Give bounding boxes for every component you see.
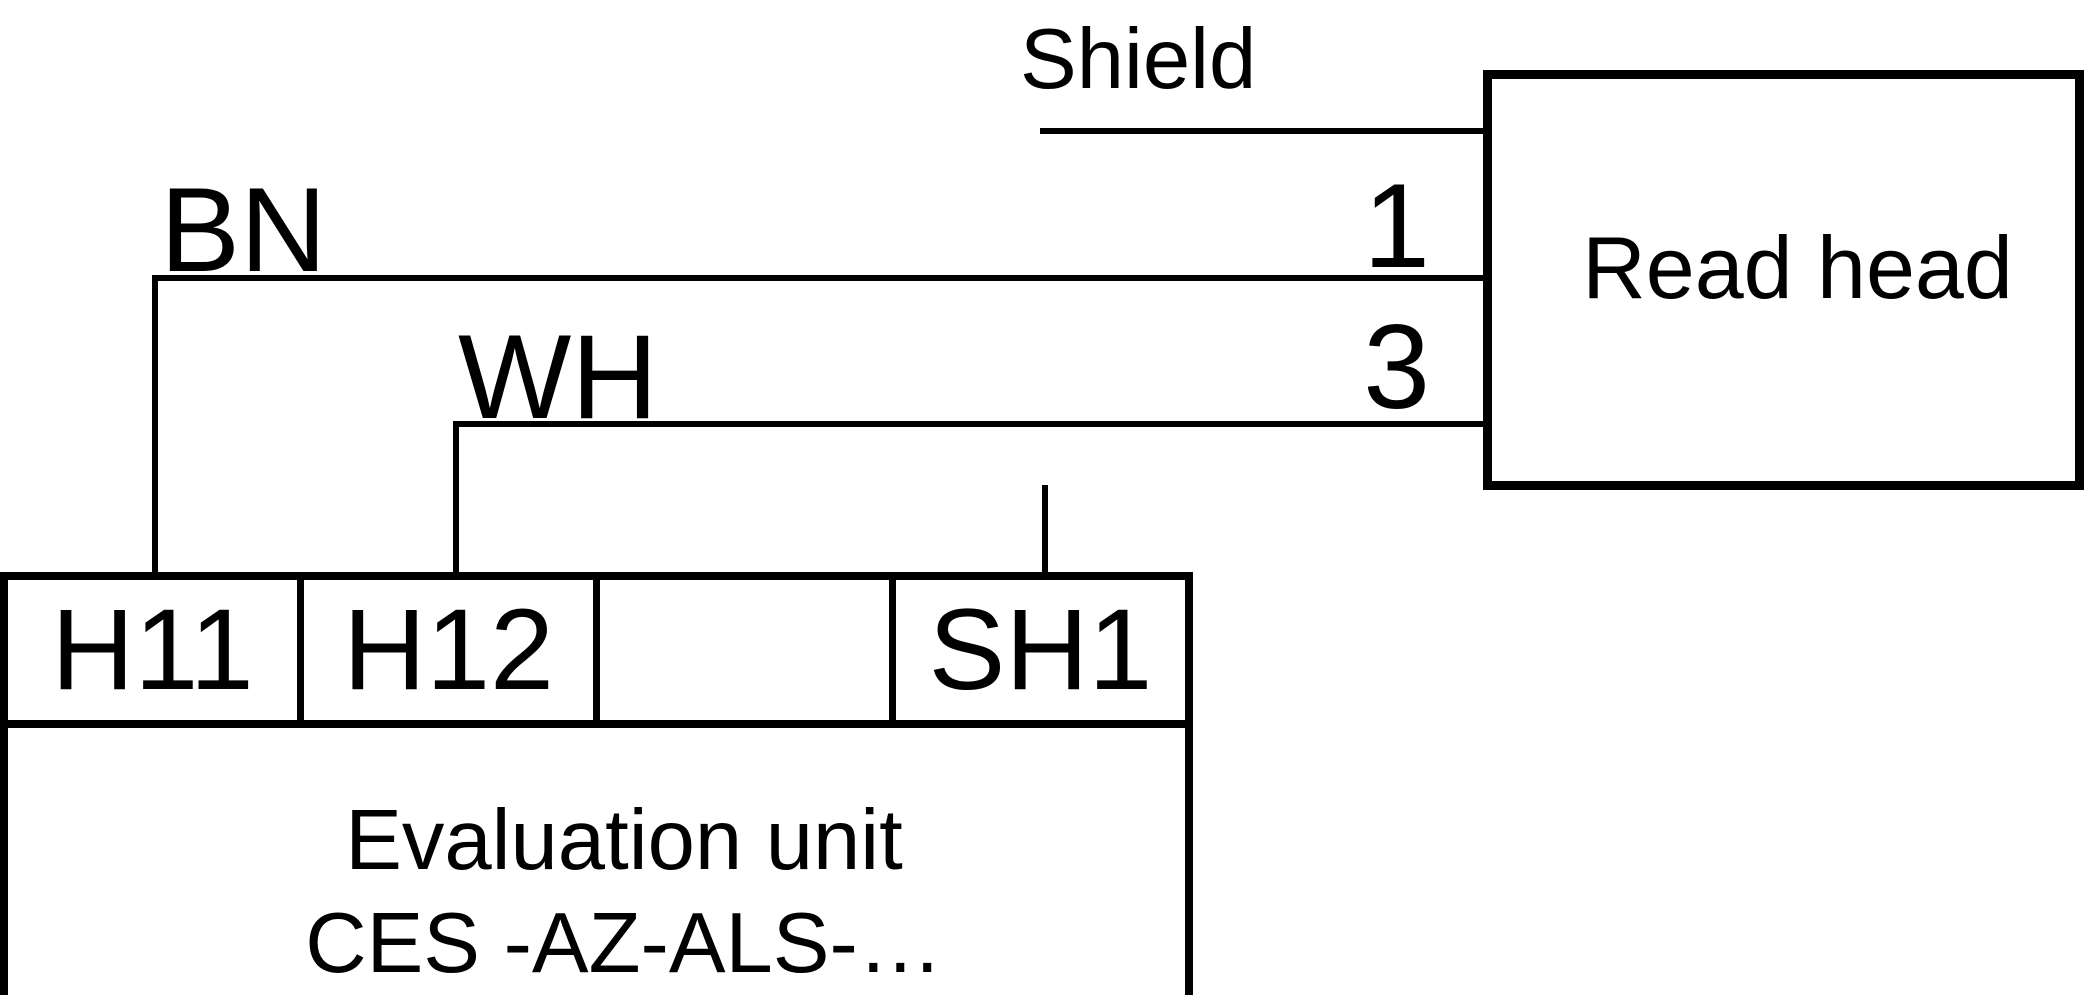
terminal-sh1: SH1 bbox=[928, 585, 1153, 714]
shield-wire-label: Shield bbox=[1020, 12, 1257, 107]
terminal-h12: H12 bbox=[304, 580, 600, 720]
terminal-h11: H11 bbox=[8, 580, 304, 720]
wh-wire-vertical bbox=[453, 421, 459, 578]
shield-wire bbox=[1040, 128, 1490, 134]
terminal-empty bbox=[600, 580, 896, 720]
read-head-label: Read head bbox=[1582, 218, 2013, 317]
evaluation-unit-name: Evaluation unit bbox=[345, 793, 903, 888]
evaluation-unit-model: CES -AZ-ALS-… bbox=[305, 896, 943, 991]
read-head-box: Read head bbox=[1483, 70, 2084, 490]
wh-wire-label: WH bbox=[458, 310, 658, 444]
wh-wire-horizontal bbox=[453, 421, 1490, 427]
bn-wire-vertical bbox=[152, 275, 158, 578]
bn-wire-horizontal bbox=[152, 275, 1490, 281]
terminal-strip: H11 H12 SH1 bbox=[0, 572, 1193, 728]
shield-stub-wire bbox=[1042, 485, 1048, 578]
pin-3-label: 3 bbox=[1363, 300, 1430, 434]
bn-wire-label: BN bbox=[160, 163, 327, 297]
pin-1-label: 1 bbox=[1363, 159, 1430, 293]
evaluation-unit-box: Evaluation unit CES -AZ-ALS-… bbox=[0, 728, 1193, 995]
